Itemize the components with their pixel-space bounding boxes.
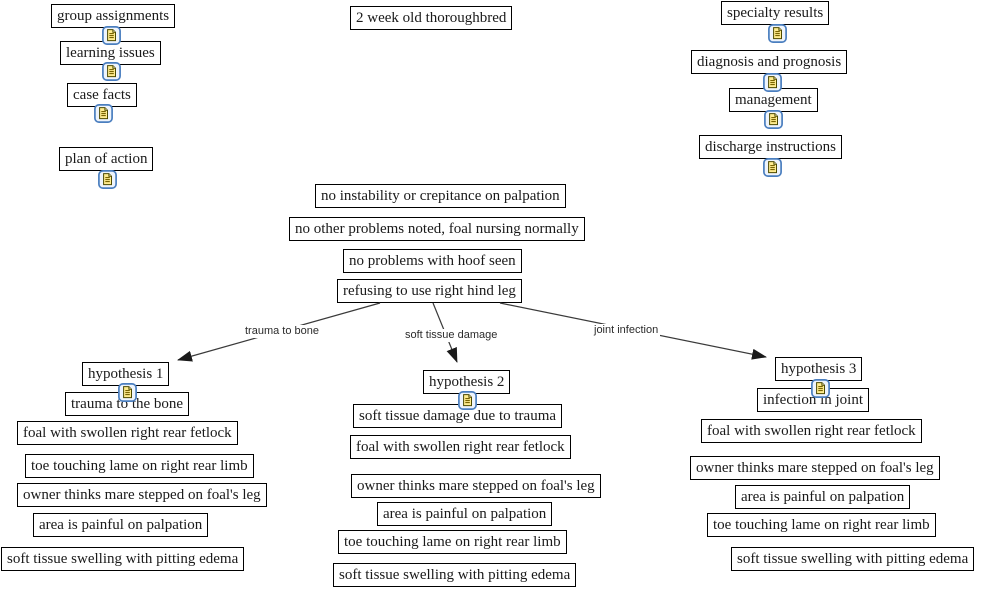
concept-finding-hoof[interactable]: no problems with hoof seen	[343, 249, 522, 273]
concept-hypothesis-3[interactable]: hypothesis 3	[775, 357, 863, 381]
concept-evidence[interactable]: toe touching lame on right rear limb	[338, 530, 567, 554]
resource-icon[interactable]	[768, 24, 787, 43]
concept-evidence[interactable]: soft tissue swelling with pitting edema	[333, 563, 577, 587]
concept-hypothesis-3-statement[interactable]: infection in joint	[757, 388, 869, 412]
concept-management[interactable]: management	[729, 88, 818, 112]
concept-group-assignments[interactable]: group assignments	[51, 4, 176, 28]
concept-hypothesis-1-statement[interactable]: trauma to the bone	[65, 392, 190, 416]
concept-evidence[interactable]: area is painful on palpation	[735, 485, 911, 509]
concept-case-title[interactable]: 2 week old thoroughbred	[350, 6, 513, 30]
concept-evidence[interactable]: foal with swollen right rear fetlock	[701, 419, 922, 443]
resource-icon[interactable]	[102, 62, 121, 81]
concept-evidence[interactable]: owner thinks mare stepped on foal's leg	[351, 474, 601, 498]
concept-finding-no-other-problems[interactable]: no other problems noted, foal nursing no…	[289, 217, 585, 241]
concept-discharge-instructions[interactable]: discharge instructions	[699, 135, 842, 159]
concept-evidence[interactable]: owner thinks mare stepped on foal's leg	[690, 456, 940, 480]
concept-finding-no-instability[interactable]: no instability or crepitance on palpatio…	[315, 184, 566, 208]
resource-icon[interactable]	[458, 391, 477, 410]
concept-diagnosis-and-prognosis[interactable]: diagnosis and prognosis	[691, 50, 848, 74]
concept-evidence[interactable]: soft tissue swelling with pitting edema	[1, 547, 245, 571]
link-label-trauma-to-bone[interactable]: trauma to bone	[243, 325, 321, 338]
resource-icon[interactable]	[94, 104, 113, 123]
concept-specialty-results[interactable]: specialty results	[721, 1, 830, 25]
resource-icon[interactable]	[811, 379, 830, 398]
concept-evidence[interactable]: area is painful on palpation	[377, 502, 553, 526]
concept-evidence[interactable]: toe touching lame on right rear limb	[25, 454, 254, 478]
concept-evidence[interactable]: area is painful on palpation	[33, 513, 209, 537]
concept-evidence[interactable]: owner thinks mare stepped on foal's leg	[17, 483, 267, 507]
resource-icon[interactable]	[764, 110, 783, 129]
resource-icon[interactable]	[118, 383, 137, 402]
concept-finding-refusing-leg[interactable]: refusing to use right hind leg	[337, 279, 522, 303]
link-label-joint-infection[interactable]: joint infection	[592, 324, 661, 337]
resource-icon[interactable]	[98, 170, 117, 189]
concept-hypothesis-2[interactable]: hypothesis 2	[423, 370, 511, 394]
resource-icon[interactable]	[102, 26, 121, 45]
link-label-soft-tissue-damage[interactable]: soft tissue damage	[403, 329, 500, 342]
concept-evidence[interactable]: soft tissue swelling with pitting edema	[731, 547, 975, 571]
concept-evidence[interactable]: foal with swollen right rear fetlock	[350, 435, 571, 459]
concept-hypothesis-2-statement[interactable]: soft tissue damage due to trauma	[353, 404, 563, 428]
resource-icon[interactable]	[763, 158, 782, 177]
concept-evidence[interactable]: toe touching lame on right rear limb	[707, 513, 936, 537]
concept-plan-of-action[interactable]: plan of action	[59, 147, 154, 171]
resource-icon[interactable]	[763, 73, 782, 92]
concept-learning-issues[interactable]: learning issues	[60, 41, 161, 65]
concept-evidence[interactable]: foal with swollen right rear fetlock	[17, 421, 238, 445]
